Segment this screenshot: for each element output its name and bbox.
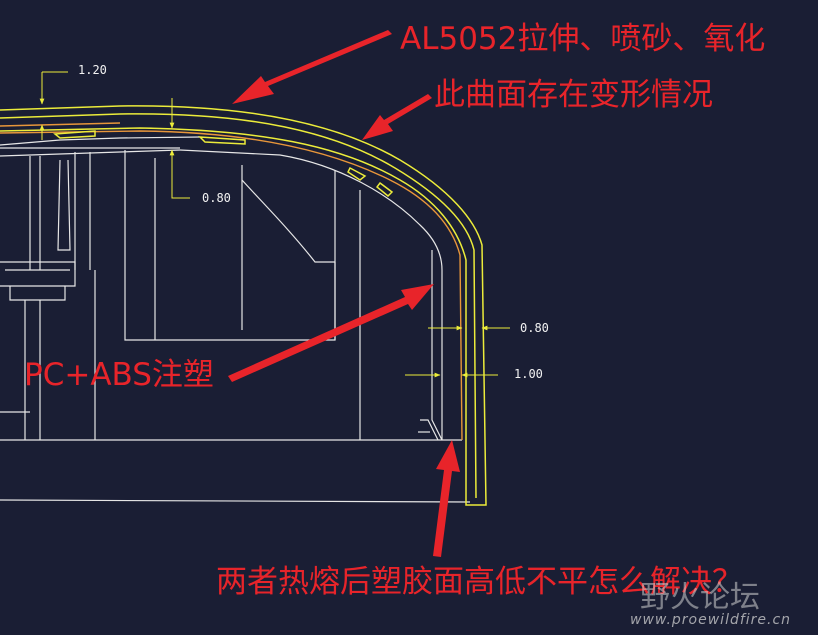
dim-inner-thickness: 0.80: [202, 191, 231, 205]
dim-side-inner-thickness: 1.00: [514, 367, 543, 381]
annotation-injection: PC+ABS注塑: [24, 357, 214, 393]
watermark-url: www.proewildfire.cn: [630, 612, 792, 628]
dim-top-thickness: 1.20: [78, 63, 107, 77]
annotation-question: 两者热熔后塑胶面高低不平怎么解决？: [216, 564, 743, 600]
arrow-material: [232, 30, 392, 104]
arrow-question: [433, 440, 460, 557]
inner-orange-edge: [0, 122, 463, 441]
plastic-injection-part: [0, 136, 471, 503]
annotation-arrows: [228, 30, 460, 557]
watermark-forum-name: 野火论坛: [640, 580, 760, 615]
annotation-deformation: 此曲面存在变形情况: [434, 77, 713, 113]
dimension-lines: [39, 71, 510, 378]
arrow-deformation: [362, 94, 432, 140]
dim-side-outer-thickness: 0.80: [520, 321, 549, 335]
annotation-material: AL5052拉伸、喷砂、氧化: [400, 21, 766, 57]
arrow-injection: [228, 284, 434, 382]
